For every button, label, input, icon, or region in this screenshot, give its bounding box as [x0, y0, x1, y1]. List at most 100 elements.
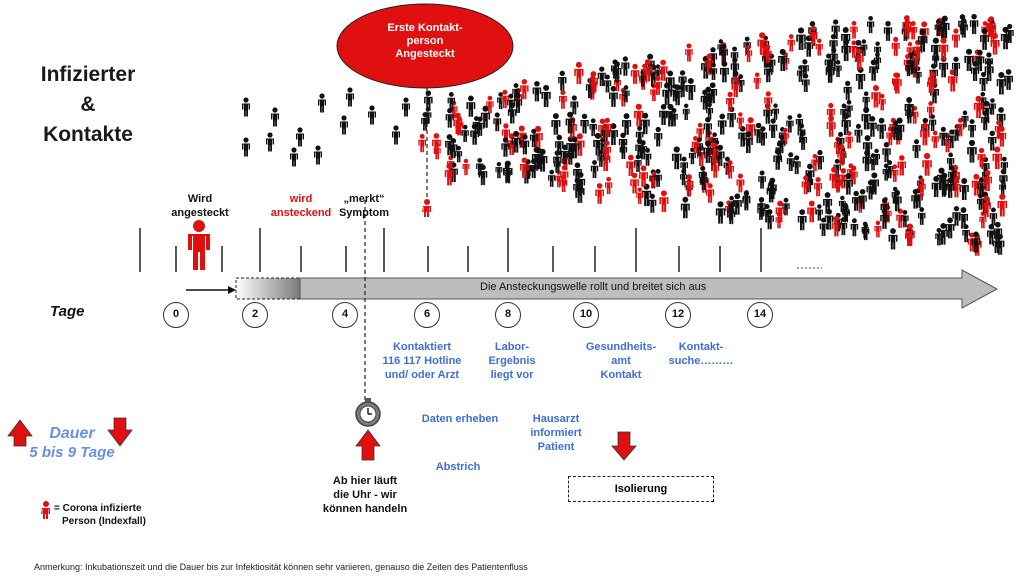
footnote: Anmerkung: Inkubationszeit und die Dauer… [34, 562, 528, 572]
person-icon [904, 97, 914, 119]
bubble-line-2: person [406, 35, 444, 47]
person-icon [654, 168, 662, 187]
person-icon [659, 104, 668, 125]
person-icon [938, 37, 949, 61]
person-icon [715, 201, 726, 224]
person-icon [977, 147, 986, 168]
person-icon [786, 152, 795, 171]
person-icon [559, 90, 567, 109]
day-circle-14: 14 [747, 302, 773, 328]
person-icon [841, 26, 851, 49]
person-icon [951, 28, 960, 48]
day-circle-12: 12 [665, 302, 691, 328]
first-contact-person-icon [422, 199, 431, 217]
person-icon [878, 93, 886, 111]
step-hausarzt-2: informiert [530, 427, 582, 439]
clock-text-3: können handeln [322, 503, 408, 515]
person-icon [242, 97, 250, 117]
person-icon [753, 72, 761, 90]
label-angesteckt: angesteckt [171, 207, 229, 219]
person-icon [775, 200, 785, 223]
person-icon [597, 149, 605, 167]
person-icon [590, 160, 599, 178]
step-daten: Daten erheben [421, 413, 499, 425]
person-icon [894, 117, 905, 141]
person-icon [826, 115, 836, 137]
person-icon [807, 200, 817, 223]
person-icon [605, 176, 613, 195]
person-icon [636, 187, 644, 204]
person-icon [931, 175, 941, 198]
person-icon [892, 189, 902, 212]
dauer-line-1: Dauer [49, 425, 95, 442]
person-icon [912, 139, 921, 159]
person-icon [799, 130, 808, 150]
person-icon [533, 125, 543, 149]
step-kontaktiert-2: 116 117 Hotline [382, 355, 462, 367]
person-icon [680, 169, 687, 186]
person-icon [654, 126, 663, 147]
person-icon [589, 118, 597, 137]
step-kontaktiert-3: und/ oder Arzt [384, 369, 460, 381]
person-icon [573, 162, 582, 184]
person-icon [619, 141, 628, 160]
day-circle-2: 2 [242, 302, 268, 328]
person-icon [988, 130, 997, 151]
person-icon [730, 46, 739, 65]
person-icon [997, 126, 1007, 147]
person-icon [570, 136, 580, 159]
person-icon [296, 127, 304, 147]
person-icon [705, 183, 715, 203]
down-arrow-icon [611, 431, 637, 461]
person-icon [866, 179, 875, 200]
step-hausarzt-1: Hausarzt [532, 413, 580, 425]
person-icon [461, 124, 469, 143]
person-icon [981, 195, 991, 218]
person-icon [478, 164, 488, 186]
person-icon [684, 174, 694, 196]
person-icon [480, 105, 491, 128]
person-icon [501, 89, 509, 109]
person-icon [630, 172, 639, 194]
person-icon [602, 140, 611, 160]
person-icon [314, 145, 322, 165]
person-icon [971, 231, 981, 253]
person-icon [682, 103, 690, 121]
person-icon [764, 62, 773, 83]
person-icon [709, 62, 718, 81]
person-icon [704, 53, 714, 75]
person-icon [951, 56, 961, 77]
day-circle-4: 4 [332, 302, 358, 328]
incubation-box [235, 277, 301, 300]
person-icon [977, 177, 986, 197]
person-icon [834, 60, 842, 78]
person-icon [703, 116, 713, 138]
person-icon [851, 190, 861, 211]
person-icon [402, 97, 410, 117]
person-icon [882, 141, 891, 163]
person-icon [801, 73, 810, 93]
person-icon [551, 113, 561, 135]
person-icon [266, 132, 274, 152]
person-icon [495, 161, 503, 179]
label-wird: Wird [187, 193, 213, 205]
person-icon [871, 85, 881, 108]
person-icon [787, 34, 795, 52]
person-icon [935, 227, 943, 246]
person-icon [318, 93, 326, 113]
person-icon [838, 195, 846, 213]
isolierung-box: Isolierung [568, 476, 714, 502]
person-icon [766, 180, 776, 203]
person-icon [764, 91, 773, 111]
person-icon [742, 191, 751, 211]
person-icon [824, 53, 833, 73]
person-icon [622, 113, 632, 135]
person-icon [763, 44, 772, 64]
person-icon [917, 28, 928, 52]
person-icon [588, 71, 598, 93]
person-icon [418, 133, 427, 153]
person-icon [917, 177, 926, 197]
person-icon [685, 43, 693, 62]
wave-arrow-text: Die Ansteckungswelle rollt und breitet s… [480, 281, 707, 293]
